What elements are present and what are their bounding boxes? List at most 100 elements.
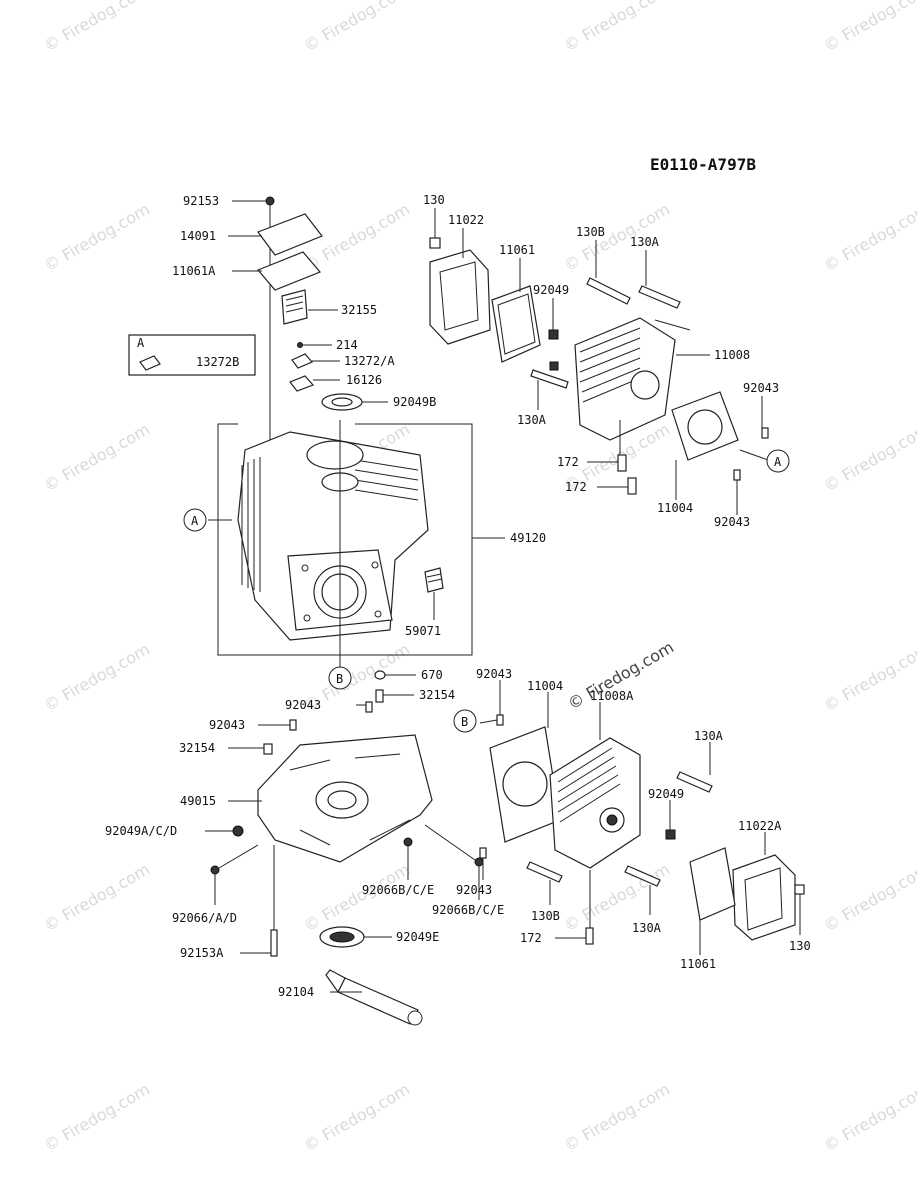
bolt-130A-left [530,369,569,389]
bracket-49120 [217,423,473,656]
watermark: © Firedog.com [301,0,414,55]
label-172-low: 172 [520,931,542,945]
label-214: 214 [336,338,358,352]
callout-a-left [183,508,207,532]
label-59071: 59071 [405,624,441,638]
label-92043-low2: 92043 [456,883,492,897]
label-11008: 11008 [714,348,750,362]
pin-32154-left [263,743,273,755]
gasket-11061-low [689,847,736,921]
label-11004-low: 11004 [527,679,563,693]
label-92153A: 92153A [180,946,224,960]
bolt-130-top [429,237,441,249]
label-92043-low: 92043 [476,667,512,681]
pin-32154-top [375,689,384,703]
watermark: © Firedog.com [41,200,154,276]
pin-92043-right2 [733,469,741,481]
bolt-130A-right [676,771,713,793]
watermark-layer: © Firedog.com © Firedog.com © Firedog.co… [41,0,917,1155]
label-32155: 32155 [341,303,377,317]
inset-plate [139,355,161,371]
watermark: © Firedog.com [301,860,414,936]
label-92104: 92104 [278,985,314,999]
watermark: © Firedog.com [561,1080,674,1156]
watermark: © Firedog.com [821,200,917,276]
callout-a-right-letter: A [774,455,782,469]
callout-a-left-letter: A [191,514,199,528]
plate-16126 [289,375,315,392]
spring-172-a [617,454,627,472]
callout-b-right-letter: B [461,715,468,729]
bolt-92153A [270,929,278,957]
label-130-top: 130 [423,193,445,207]
label-92049-low: 92049 [648,787,684,801]
bolt-130A-top [638,285,681,309]
label-32154-left: 32154 [179,741,215,755]
watermark: © Firedog.com [41,0,154,55]
label-130B-top: 130B [576,225,605,239]
watermark: © Firedog.com [41,860,154,936]
callout-a-right [766,449,790,473]
cylinder-head-11008 [574,317,676,441]
inset-box-a [128,334,256,376]
head-fins-11008A [557,747,621,823]
seal-92049ACD [232,825,244,837]
label-11061A: 11061A [172,264,216,278]
plug-92066BCE-2 [474,857,484,867]
crankcase-group: A 13272B [105,194,546,1026]
label-92049B: 92049B [393,395,436,409]
leader-lines-lower [479,680,801,955]
oring-670 [374,670,386,680]
label-130A-low: 130A [632,921,662,935]
cylinder-head-11008A [549,737,641,869]
label-11061-top: 11061 [499,243,535,257]
label-92049E: 92049E [396,930,439,944]
pin-92043-mid [365,701,373,713]
inset-part: 13272B [196,355,239,369]
watermark: © Firedog.com [821,0,917,55]
crankcase-fins [241,457,419,592]
label-11022A: 11022A [738,819,782,833]
label-172-b: 172 [565,480,587,494]
bolt-130A-low [624,865,661,887]
leader-lines-upper [434,208,769,515]
label-11022: 11022 [448,213,484,227]
label-130A-right: 130A [694,729,724,743]
pin-214 [297,342,303,348]
watermark: © Firedog.com [821,420,917,496]
plug-92066AD [210,865,220,875]
bolt-130-low [794,884,805,895]
plug-59071 [424,567,444,593]
label-92043-right2: 92043 [714,515,750,529]
label-130A-left: 130A [517,413,547,427]
label-14091: 14091 [180,229,216,243]
label-32154-top: 32154 [419,688,455,702]
cover-14091 [257,213,323,256]
pin-92043-left [289,719,297,731]
callout-b-left-letter: B [336,672,343,686]
label-11061-low: 11061 [680,957,716,971]
watermark: © Firedog.com [821,640,917,716]
label-172-a: 172 [557,455,579,469]
watermark: © Firedog.com [301,1080,414,1156]
label-130-low: 130 [789,939,811,953]
pin-92043-low [496,714,504,726]
label-130B-low: 130B [531,909,560,923]
label-13272A: 13272/A [344,354,395,368]
bolt-130B-low [526,861,563,883]
label-92043-left: 92043 [209,718,245,732]
watermark: © Firedog.com [41,640,154,716]
nut-92049-top-2 [549,361,559,371]
nut-92049-low [665,829,676,840]
inset-letter: A [137,336,145,350]
nut-92049-top [548,329,559,340]
watermark: © Firedog.com [821,1080,917,1156]
spring-172-b [627,477,637,495]
label-49015: 49015 [180,794,216,808]
cover-11022 [429,249,491,345]
label-670: 670 [421,668,443,682]
breather-32155 [281,289,308,325]
label-92049ACD: 92049A/C/D [105,824,177,838]
watermark: © Firedog.com [821,860,917,936]
